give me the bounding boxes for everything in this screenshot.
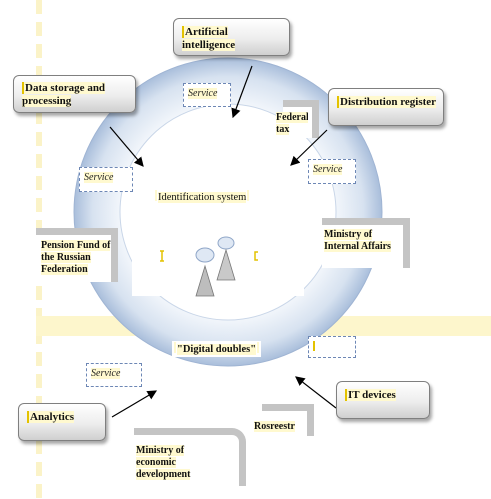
node-it-devices[interactable]: IT devices xyxy=(336,381,430,419)
service-box-top[interactable]: Service xyxy=(183,83,231,107)
agency-pension-fund-label: Pension Fund of the Russian Federation xyxy=(41,240,111,275)
arrow-it-devices xyxy=(295,376,337,409)
arrow-distribution-register xyxy=(290,129,328,166)
service-bottom-right-cursor xyxy=(313,341,315,351)
service-right-label: Service xyxy=(313,164,343,175)
agency-rosreestr-label: Rosreestr xyxy=(254,421,295,432)
node-artificial-intelligence[interactable]: Artificial intelligence xyxy=(173,18,290,56)
service-box-bottom-right[interactable] xyxy=(308,336,356,358)
node-data-storage[interactable]: Data storage and processing xyxy=(13,75,136,113)
digital-doubles-text: "Digital doubles" xyxy=(177,344,257,355)
node-artificial-intelligence-label: Artificial intelligence xyxy=(182,26,236,51)
digital-doubles-label: "Digital doubles" xyxy=(172,341,262,357)
arrow-data-storage xyxy=(109,126,144,167)
agency-ministry-economic[interactable]: Ministry of economic development xyxy=(136,445,214,481)
agency-rosreestr[interactable]: Rosreestr xyxy=(254,421,295,433)
center-label: Identification system xyxy=(155,190,250,204)
node-distribution-register-label: Distribution register xyxy=(337,96,437,108)
person-body-left-icon xyxy=(195,264,215,297)
agency-federal-tax-label: Federal tax xyxy=(276,112,308,135)
agency-ministry-internal-label: Ministry of Internal Affairs xyxy=(324,229,391,252)
node-distribution-register[interactable]: Distribution register xyxy=(328,88,444,126)
node-analytics-label: Analytics xyxy=(27,411,74,423)
agency-federal-tax[interactable]: Federal tax xyxy=(276,112,308,136)
service-box-left[interactable]: Service xyxy=(79,167,133,192)
arrow-analytics xyxy=(111,390,158,418)
bracket-left-icon xyxy=(160,250,164,262)
person-body-right-icon xyxy=(216,248,236,281)
agency-ministry-economic-label: Ministry of economic development xyxy=(136,445,191,480)
service-box-bottom-left[interactable]: Service xyxy=(86,363,142,387)
center-label-text: Identification system xyxy=(158,192,247,203)
agency-ministry-internal[interactable]: Ministry of Internal Affairs xyxy=(324,229,400,253)
service-bottom-left-label: Service xyxy=(91,368,121,379)
service-top-label: Service xyxy=(188,88,218,99)
service-box-right[interactable]: Service xyxy=(308,159,356,184)
agency-pension-fund[interactable]: Pension Fund of the Russian Federation xyxy=(41,240,113,276)
node-it-devices-label: IT devices xyxy=(345,389,396,401)
arrow-ai xyxy=(231,65,253,119)
node-analytics[interactable]: Analytics xyxy=(18,403,106,441)
node-data-storage-label: Data storage and processing xyxy=(22,82,106,107)
person-head-left-icon xyxy=(195,247,215,263)
service-left-label: Service xyxy=(84,172,114,183)
bracket-right-icon xyxy=(254,251,258,261)
